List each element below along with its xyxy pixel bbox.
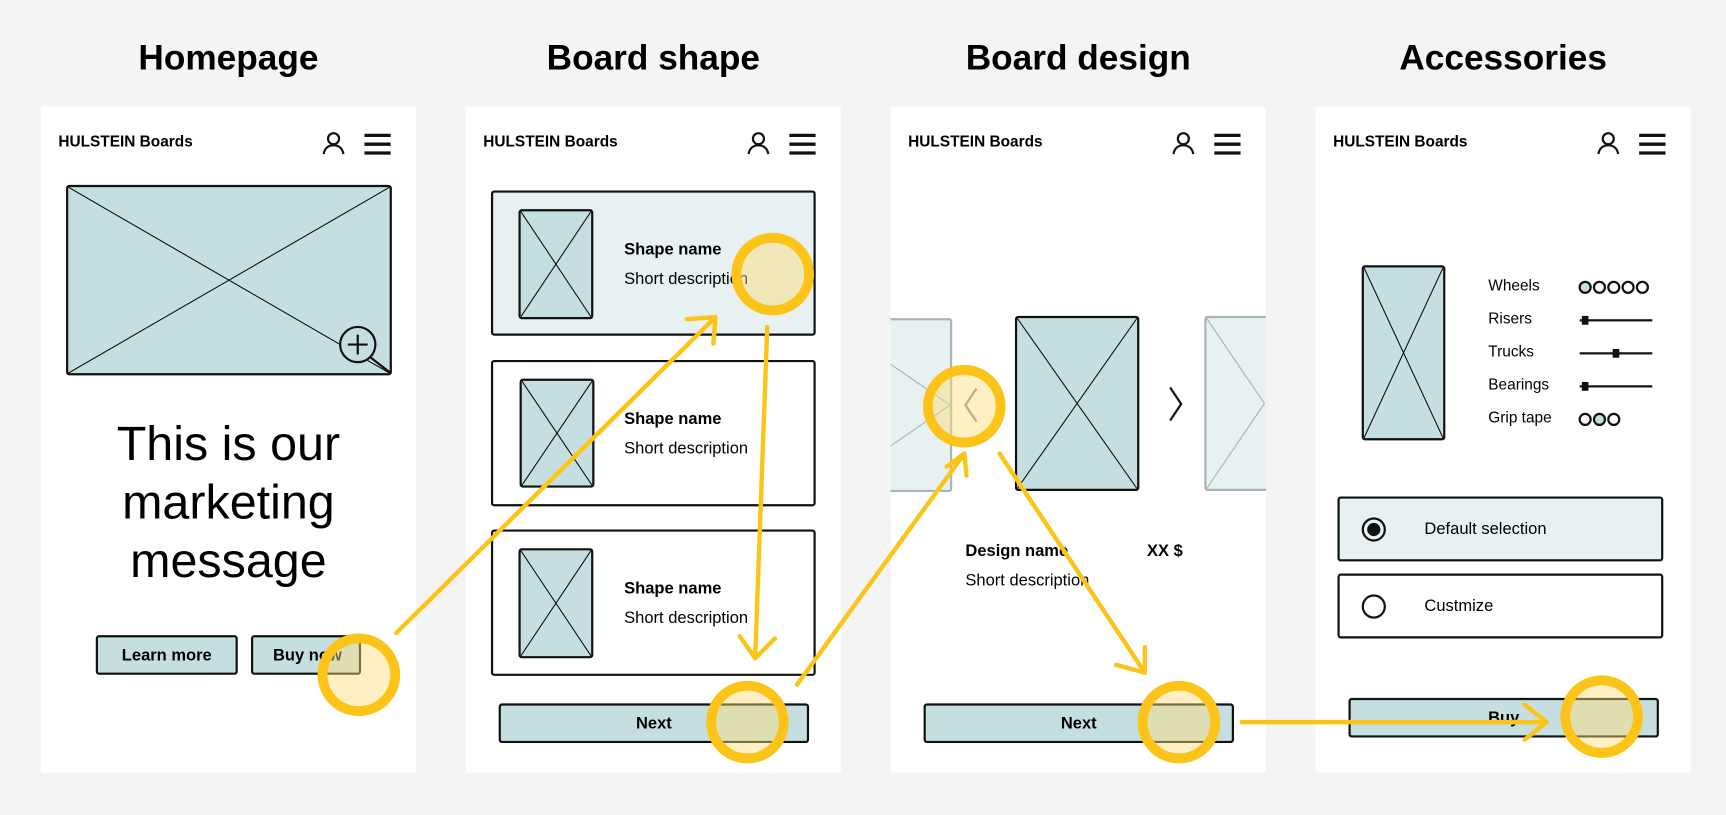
shape-description: Short description [624, 269, 749, 289]
hero-image-placeholder [66, 184, 392, 376]
shape-card[interactable]: Shape name Short description [490, 359, 816, 507]
board-shape-screen: HULSTEIN Boards Shape name Short descrip… [465, 106, 842, 773]
shape-description: Short description [624, 439, 749, 458]
radio-selected[interactable] [1361, 517, 1386, 542]
shape-name: Shape name [624, 239, 722, 259]
option-label: Custmize [1424, 596, 1494, 616]
accessory-dot-picker[interactable] [1578, 409, 1622, 429]
hero-line: This is our [116, 417, 341, 472]
accessory-slider[interactable] [1579, 381, 1653, 391]
shape-description: Short description [624, 608, 749, 628]
column-title-board-shape: Board shape [546, 37, 760, 78]
next-button[interactable]: Next [923, 703, 1234, 744]
homepage-screen: HULSTEIN Boards This is our marketing me… [40, 106, 417, 773]
accessory-label: Risers [1488, 309, 1532, 327]
accessory-label: Trucks [1488, 342, 1534, 360]
option-dot[interactable] [1635, 280, 1649, 294]
accessory-label: Wheels [1488, 276, 1540, 294]
accessory-slider[interactable] [1579, 315, 1653, 325]
next-design-preview[interactable] [1204, 315, 1266, 491]
brand-logo[interactable]: HULSTEIN Boards [483, 132, 618, 150]
menu-icon[interactable] [789, 133, 816, 155]
accessory-label: Bearings [1488, 375, 1550, 393]
menu-icon[interactable] [1214, 133, 1241, 155]
accessory-slider[interactable] [1579, 348, 1653, 358]
shape-image-placeholder [518, 548, 594, 659]
shape-card[interactable]: Shape name Short description [490, 190, 816, 336]
option-dot[interactable] [1578, 412, 1592, 426]
slider-knob[interactable] [1582, 381, 1589, 391]
board-design-screen: HULSTEIN Boards Design name XX $ Short d… [890, 106, 1266, 773]
column-title-accessories: Accessories [1399, 37, 1607, 78]
column-title-board-design: Board design [965, 37, 1191, 78]
accessory-label: Grip tape [1488, 408, 1552, 427]
option-dot[interactable] [1578, 280, 1592, 294]
shape-name: Shape name [624, 409, 722, 429]
option-default-selection[interactable]: Default selection [1337, 496, 1664, 562]
marketing-message: This is our marketing message [41, 415, 416, 590]
design-name: Design name [965, 541, 1069, 561]
brand-logo[interactable]: HULSTEIN Boards [1333, 132, 1468, 150]
shape-card[interactable]: Shape name Short description [490, 529, 816, 676]
option-dot[interactable] [1592, 280, 1607, 294]
accessory-dot-picker[interactable] [1578, 277, 1651, 297]
option-dot[interactable] [1607, 412, 1621, 426]
buy-now-button[interactable]: Buy now [250, 635, 362, 675]
user-icon[interactable] [1596, 131, 1620, 155]
option-label: Default selection [1424, 519, 1547, 539]
radio-unselected[interactable] [1361, 594, 1386, 619]
chevron-right-icon[interactable] [1167, 385, 1185, 422]
shape-image-placeholder [518, 209, 594, 320]
previous-design-preview[interactable] [890, 318, 953, 493]
brand-logo[interactable]: HULSTEIN Boards [58, 132, 193, 150]
next-button[interactable]: Next [498, 703, 810, 744]
shape-image-placeholder [519, 378, 595, 488]
design-price: XX $ [1147, 541, 1183, 561]
shape-name: Shape name [624, 579, 722, 598]
option-dot[interactable] [1621, 280, 1635, 294]
hero-line: message [130, 533, 327, 588]
column-title-homepage: Homepage [138, 37, 319, 78]
learn-more-button[interactable]: Learn more [95, 635, 238, 675]
slider-knob[interactable] [1582, 315, 1589, 325]
option-dot[interactable] [1607, 280, 1621, 294]
option-dot[interactable] [1592, 412, 1607, 426]
chevron-left-icon[interactable] [962, 386, 980, 423]
design-image-placeholder [1014, 315, 1140, 491]
slider-knob[interactable] [1612, 348, 1620, 358]
user-icon[interactable] [321, 131, 345, 155]
design-description: Short description [965, 571, 1090, 591]
option-customize[interactable]: Custmize [1337, 573, 1664, 639]
zoom-in-icon[interactable] [338, 325, 393, 380]
hero-line: marketing [122, 475, 335, 530]
menu-icon[interactable] [364, 133, 391, 155]
buy-button[interactable]: Buy [1348, 697, 1659, 738]
board-preview-placeholder [1361, 265, 1446, 441]
user-icon[interactable] [746, 131, 770, 155]
user-icon[interactable] [1171, 131, 1195, 155]
menu-icon[interactable] [1639, 133, 1666, 155]
brand-logo[interactable]: HULSTEIN Boards [908, 132, 1043, 150]
